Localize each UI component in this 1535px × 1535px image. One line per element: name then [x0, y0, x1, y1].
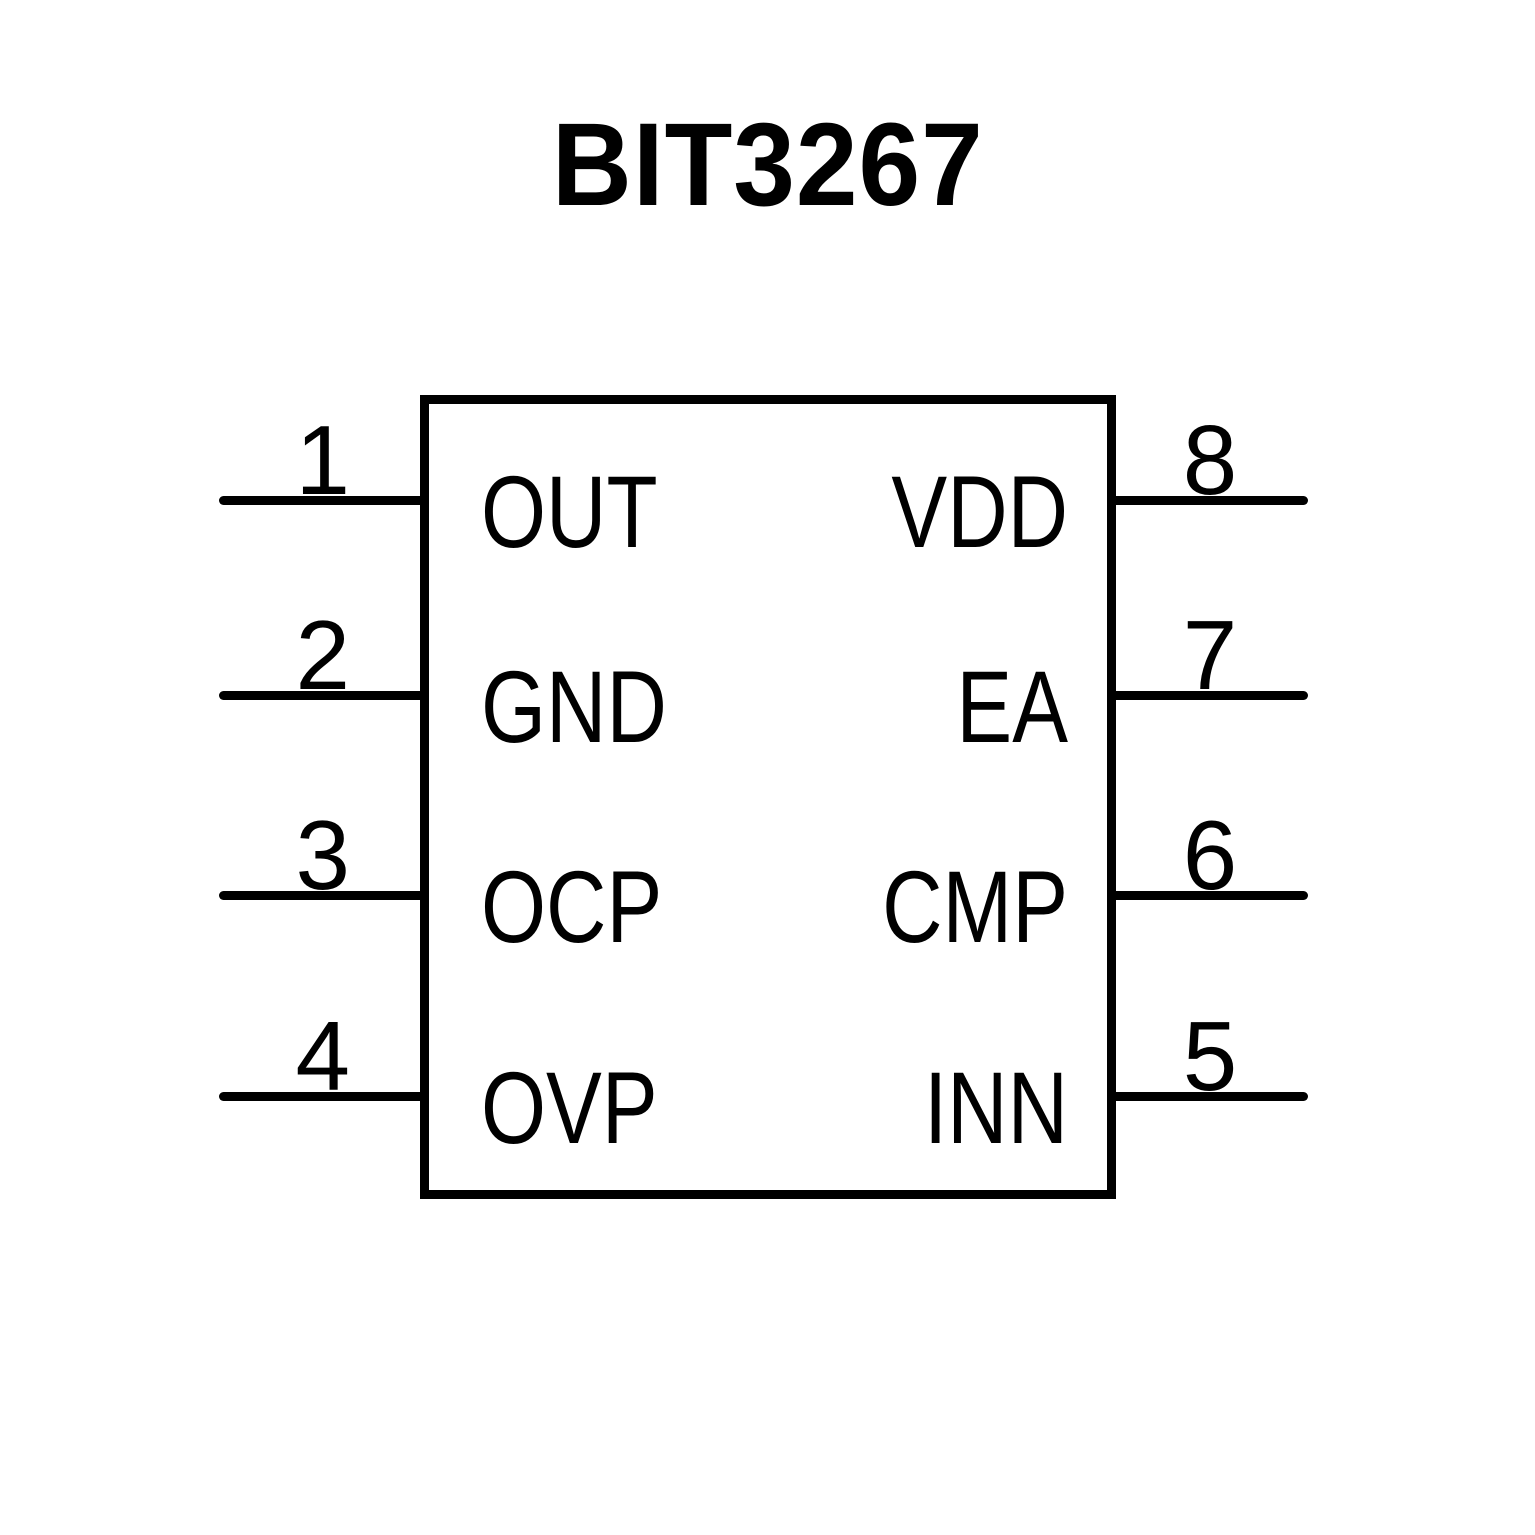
pin-8-lead-line	[1110, 496, 1308, 505]
pin-3-lead-line	[219, 891, 425, 900]
pin-5-lead-line	[1110, 1092, 1308, 1101]
pin-2-lead-line	[219, 691, 425, 700]
chip-title: BIT3267	[0, 106, 1535, 224]
pin-3-number: 3	[295, 800, 350, 910]
chip-title-text: BIT3267	[551, 99, 984, 231]
pin-1-number: 1	[295, 405, 350, 515]
pin-1-lead-line	[219, 496, 425, 505]
pin-2-number: 2	[295, 600, 350, 710]
pin-5-number: 5	[1182, 1001, 1238, 1111]
pin-7-lead-line	[1110, 691, 1308, 700]
pin-6-lead-line	[1110, 891, 1308, 900]
pin-6-number: 6	[1182, 800, 1238, 910]
pin-4-lead-line	[219, 1092, 425, 1101]
pin-4-number: 4	[295, 1001, 350, 1111]
pin-8-number: 8	[1182, 405, 1238, 515]
chip-body	[420, 395, 1116, 1199]
pin-7-number: 7	[1182, 600, 1238, 710]
